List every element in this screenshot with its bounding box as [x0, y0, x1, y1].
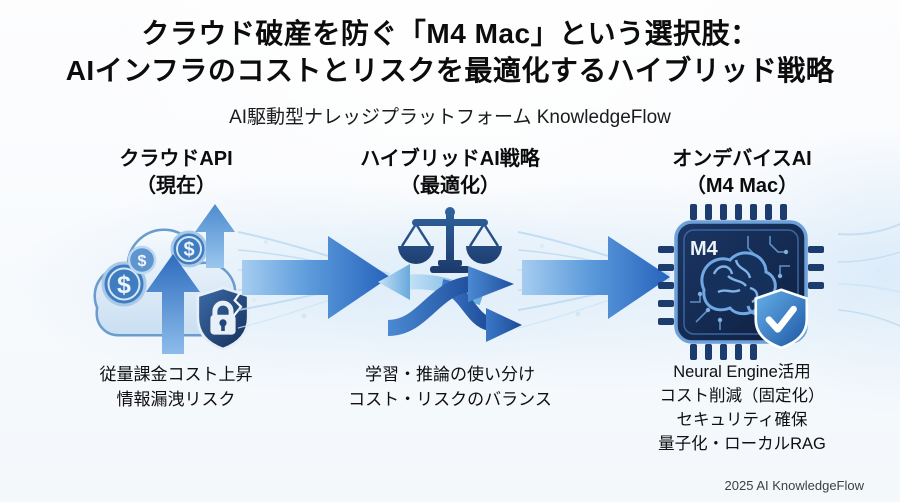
flow-arrow-icon [238, 231, 391, 329]
m4-chip-shield-icon: M4 [658, 204, 824, 360]
page-title: クラウド破産を防ぐ「M4 Mac」という選択肢： AIインフラのコストとリスクを… [0, 15, 900, 89]
chip-pins [658, 204, 824, 360]
notes-on-device-ai: Neural Engine活用 コスト削減（固定化） セキュリティ確保 量子化・… [582, 360, 900, 456]
note-line: Neural Engine活用 [673, 363, 811, 381]
cost-up-arrow-small-icon [195, 204, 235, 268]
note-line: 情報漏洩リスク [116, 390, 236, 409]
footer-credit: 2025 AI KnowledgeFlow [724, 478, 864, 493]
note-line: 学習・推論の使い分け [365, 365, 535, 384]
balance-scale-icon [398, 207, 502, 273]
column-header-hybrid-ai-line1: ハイブリッドAI戦略 [360, 148, 540, 170]
note-line: コスト削減（固定化） [659, 387, 825, 405]
notes-cloud-api: 従量課金コスト上昇 情報漏洩リスク [16, 362, 336, 412]
dollar-coin-icon: $ [127, 245, 157, 275]
notes-hybrid-ai: 学習・推論の使い分け コスト・リスクのバランス [290, 362, 610, 412]
shuffle-arrows-icon [378, 264, 522, 342]
column-header-cloud-api-line2: （現在） [136, 175, 216, 197]
dollar-coin-icon: $ [101, 261, 147, 307]
light-streaks [838, 223, 900, 327]
column-header-hybrid-ai-line2: （最適化） [400, 175, 500, 197]
subtitle: AI駆動型ナレッジプラットフォーム KnowledgeFlow [229, 107, 671, 128]
balance-shuffle-icon [378, 207, 522, 342]
column-header-on-device-ai-line1: オンデバイスAI [672, 148, 812, 170]
column-header-hybrid-ai: ハイブリッドAI戦略 （最適化） [290, 146, 610, 200]
dollar-sign: $ [183, 239, 194, 261]
page-title-line2: AIインフラのコストとリスクを最適化するハイブリッド戦略 [65, 55, 835, 86]
column-header-cloud-api: クラウドAPI （現在） [16, 146, 336, 200]
dollar-sign: $ [138, 253, 147, 270]
note-line: 従量課金コスト上昇 [99, 365, 253, 384]
note-line: セキュリティ確保 [676, 411, 808, 429]
chip-m4-label: M4 [690, 238, 719, 260]
dollar-sign: $ [117, 271, 131, 299]
dollar-coin-icon: $ [170, 230, 208, 268]
cloud-cost-risk-icon: $ $ $ [93, 204, 250, 354]
flow-arrow-icon [518, 231, 671, 329]
cost-up-arrow-icon [146, 254, 200, 354]
broken-lock-shield-icon [196, 286, 250, 351]
column-header-on-device-ai-line2: （M4 Mac） [685, 175, 799, 197]
note-line: コスト・リスクのバランス [348, 390, 552, 409]
column-header-cloud-api-line1: クラウドAPI [119, 148, 233, 170]
check-shield-icon [754, 288, 809, 350]
note-line: 量子化・ローカルRAG [658, 435, 826, 453]
column-header-on-device-ai: オンデバイスAI （M4 Mac） [582, 146, 900, 200]
page-title-line1: クラウド破産を防ぐ「M4 Mac」という選択肢： [141, 18, 759, 49]
